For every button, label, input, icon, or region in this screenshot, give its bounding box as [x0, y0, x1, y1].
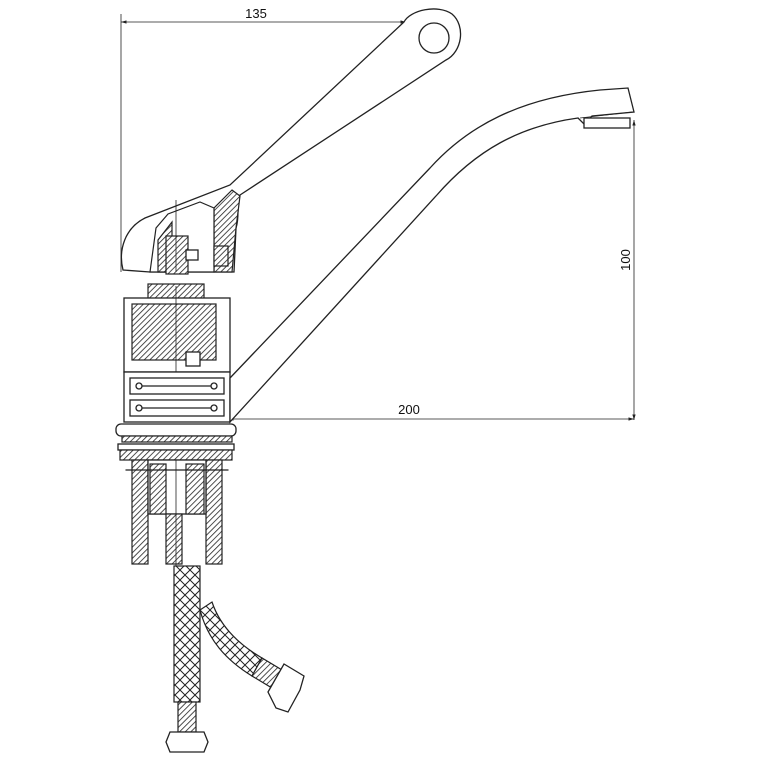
spout: [229, 87, 635, 424]
flexible-hose-vertical: [165, 565, 209, 753]
dimension-lever-width: 135: [120, 6, 406, 272]
dimension-spout-height: 100: [618, 120, 636, 420]
hose-nut-angled: [267, 663, 305, 713]
hose-nut-vertical: [165, 731, 209, 753]
dimension-spout-reach: 200: [228, 402, 634, 421]
mounting-flange: [115, 423, 237, 461]
spout-aerator: [583, 117, 631, 129]
mounting-shank: [125, 459, 229, 566]
cartridge-body: [123, 283, 231, 373]
flexible-hose-angled: [199, 601, 305, 713]
lever-ring: [418, 22, 450, 54]
dimension-label-lever-width: 135: [245, 6, 267, 21]
dimension-label-spout-reach: 200: [398, 402, 420, 417]
base-collar: [123, 371, 231, 423]
dimension-label-spout-height: 100: [618, 249, 633, 271]
lever-handle: [120, 8, 462, 275]
